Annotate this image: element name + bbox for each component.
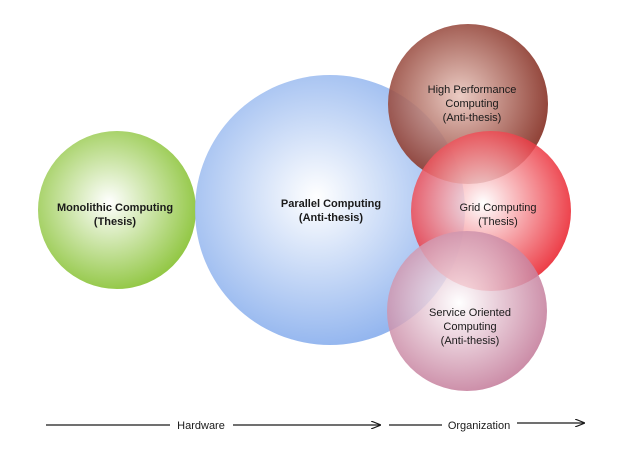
hpc-label-line2: Computing	[445, 98, 498, 110]
grid-label-line2: (Thesis)	[478, 216, 518, 228]
soc-label-line1: Service Oriented	[429, 307, 511, 319]
parallel-label-line1: Parallel Computing	[281, 198, 381, 210]
hpc-label-line3: (Anti-thesis)	[443, 112, 502, 124]
monolithic-computing-circle	[38, 131, 196, 289]
hardware-label: Hardware	[177, 420, 225, 432]
monolithic-label-line1: Monolithic Computing	[57, 202, 173, 214]
monolithic-label-line2: (Thesis)	[94, 216, 137, 228]
soc-label-line3: (Anti-thesis)	[441, 335, 500, 347]
organization-label: Organization	[448, 420, 510, 432]
service-oriented-computing-circle	[387, 231, 547, 391]
parallel-label-line2: (Anti-thesis)	[299, 212, 364, 224]
soc-label-line2: Computing	[443, 321, 496, 333]
hpc-label-line1: High Performance	[428, 84, 517, 96]
grid-label-line1: Grid Computing	[459, 202, 536, 214]
